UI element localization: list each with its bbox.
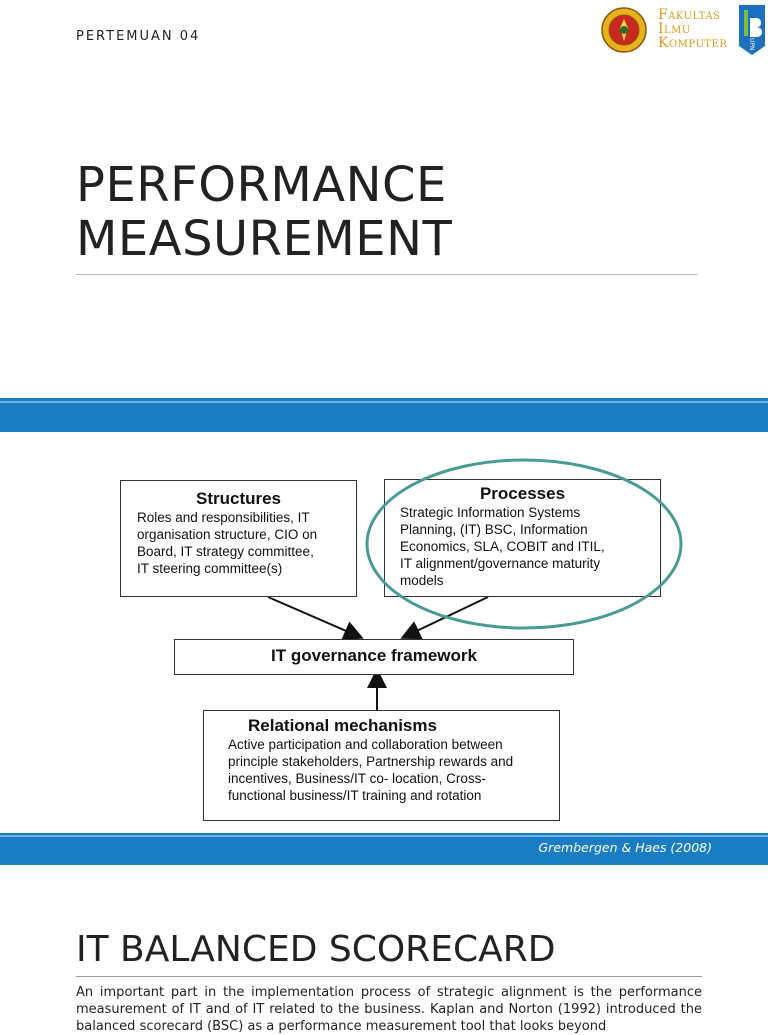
title-divider <box>76 274 698 275</box>
top-blue-band <box>0 398 768 432</box>
relational-title: Relational mechanisms <box>248 716 437 735</box>
body-paragraph: An important part in the implementation … <box>76 985 702 1034</box>
processes-highlight-ellipse <box>365 458 683 630</box>
meeting-label: PERTEMUAN 04 <box>76 29 201 44</box>
upn-badge-logo <box>739 5 765 55</box>
structures-line: Board, IT strategy committee, <box>137 544 314 559</box>
processes-line: models <box>400 573 444 588</box>
processes-line: Strategic Information Systems <box>400 505 581 520</box>
top-band-stripe <box>0 401 768 403</box>
relational-line: incentives, Business/IT co- location, Cr… <box>228 771 486 786</box>
logo-line-2: Ilmu <box>658 21 691 37</box>
relational-line: principle stakeholders, Partnership rewa… <box>228 754 514 769</box>
structures-line: organisation structure, CIO on <box>137 527 318 542</box>
processes-line: Planning, (IT) BSC, Information <box>400 522 588 537</box>
structures-title: Structures <box>195 489 282 508</box>
section-title: IT BALANCED SCORECARD <box>76 929 556 970</box>
structures-line: Roles and responsibilities, IT <box>137 510 310 525</box>
bottom-blue-band <box>0 833 768 865</box>
faculty-logo-text: Fakultas Ilmu Komputer <box>658 8 727 50</box>
page-title: PERFORMANCE MEASUREMENT <box>76 158 452 266</box>
logo-line-1: Fakultas <box>658 7 721 23</box>
logo-line-3: Komputer <box>658 35 728 51</box>
processes-title: Processes <box>479 484 566 503</box>
arrow-structures-to-framework <box>267 596 364 640</box>
upn-badge-text: UPN <box>748 38 755 51</box>
structures-box: Structures Roles and responsibilities, I… <box>120 480 357 597</box>
structures-line: IT steering committee(s) <box>137 561 283 576</box>
relational-line: functional business/IT training and rota… <box>228 788 482 803</box>
title-line-1: PERFORMANCE <box>76 157 447 213</box>
relational-line: Active participation and collaboration b… <box>228 737 503 752</box>
processes-box: Processes Strategic Information Systems … <box>384 479 661 597</box>
university-seal-logo <box>601 7 647 53</box>
bottom-band-stripe <box>0 835 768 837</box>
processes-line: Economics, SLA, COBIT and ITIL, <box>400 539 605 554</box>
title-line-2: MEASUREMENT <box>76 211 453 267</box>
relational-box: Relational mechanisms Active participati… <box>203 710 560 821</box>
processes-line: IT alignment/governance maturity <box>400 556 601 571</box>
framework-box: IT governance framework <box>174 639 574 675</box>
section-divider <box>76 976 702 977</box>
citation-text: Grembergen & Haes (2008) <box>538 840 713 855</box>
framework-title: IT governance framework <box>271 646 477 665</box>
